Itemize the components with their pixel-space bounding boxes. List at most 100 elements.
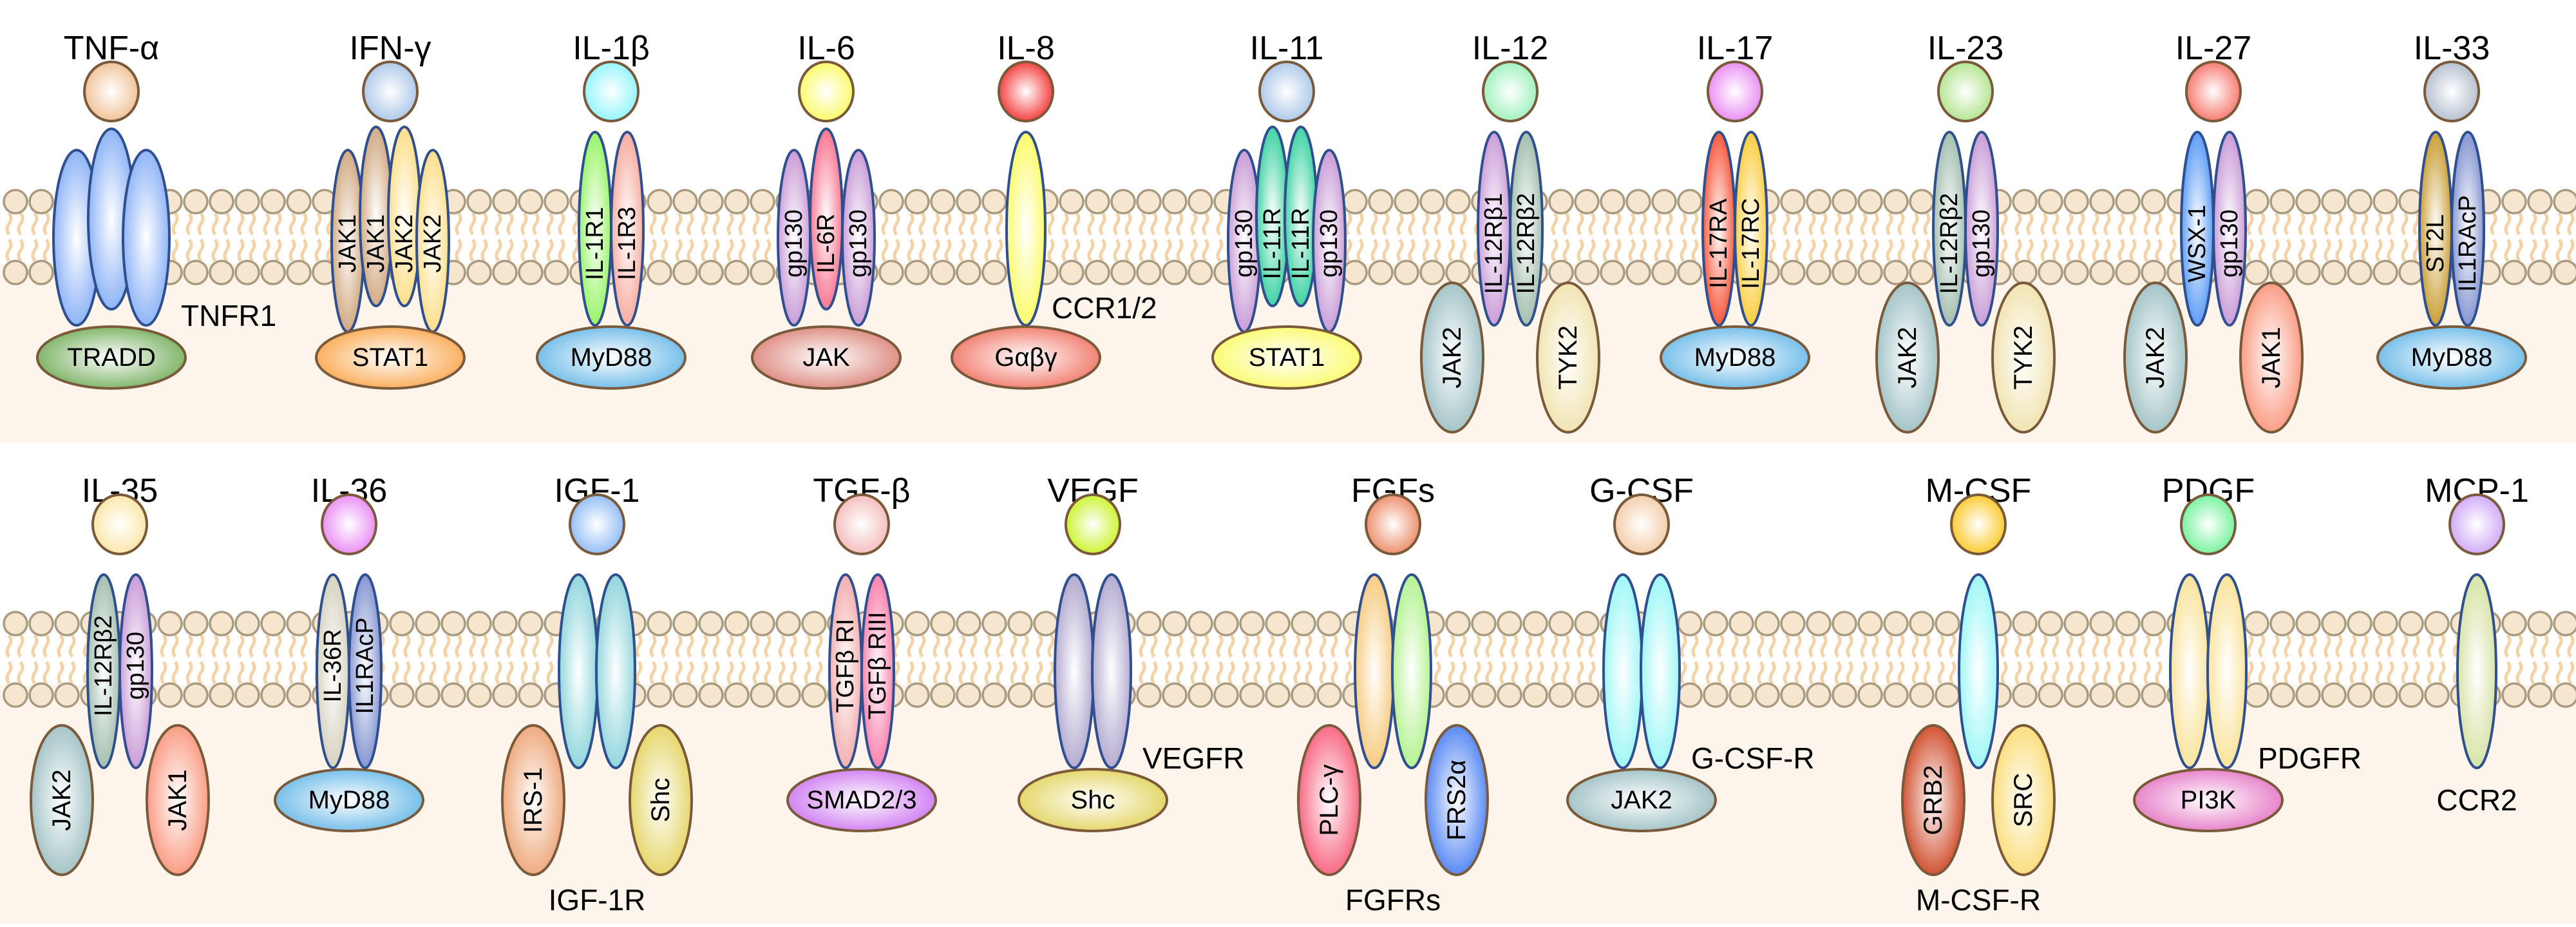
lipid-head — [1548, 682, 1574, 708]
lipid-tail — [1757, 634, 1765, 658]
lipid-tail — [1783, 634, 1790, 658]
lipid-head — [2269, 260, 2295, 285]
lipid-tail — [996, 634, 1003, 658]
lipid-tail — [1602, 212, 1610, 236]
lipid-head — [1136, 682, 1162, 708]
lipid-tail — [1485, 634, 1493, 658]
lipid-tail — [237, 238, 245, 262]
lipid-head — [3, 189, 28, 215]
lipid-head — [750, 611, 775, 636]
receptor-name-label: FGFRs — [1345, 883, 1441, 917]
lipid-tail — [1176, 212, 1184, 236]
lipid-head — [2527, 611, 2553, 636]
receptor-chain — [2212, 131, 2247, 327]
lipid-tail — [2530, 238, 2537, 262]
lipid-tail — [2555, 212, 2563, 236]
lipid-tail — [2078, 212, 2085, 236]
lipid-tail — [2309, 661, 2317, 685]
lipid-head — [544, 260, 569, 285]
lipid-tail — [403, 661, 411, 685]
lipid-head — [1857, 260, 1883, 285]
lipid-head — [2527, 260, 2553, 285]
receptor-complex — [2456, 573, 2497, 769]
lipid-tail — [661, 212, 668, 236]
lipid-head — [2553, 682, 2576, 708]
lipid-tail — [1459, 634, 1467, 658]
lipid-tail — [1794, 634, 1802, 658]
ligand-fgfs — [1365, 493, 1421, 555]
lipid-tail — [2103, 238, 2111, 262]
receptor-complex — [1958, 573, 1999, 769]
lipid-tail — [1356, 238, 1364, 262]
lipid-head — [1909, 189, 1935, 215]
lipid-head — [2038, 611, 2063, 636]
lipid-tail — [701, 238, 708, 262]
lipid-head — [750, 260, 775, 285]
lipid-tail — [726, 661, 734, 685]
lipid-tail — [701, 634, 708, 658]
lipid-tail — [1010, 661, 1018, 685]
lipid-head — [2347, 611, 2372, 636]
lipid-head — [724, 611, 750, 636]
lipid-head — [157, 611, 183, 636]
lipid-tail — [2246, 238, 2254, 262]
lipid-head — [2424, 682, 2450, 708]
lipid-tail — [43, 634, 50, 658]
lipid-head — [1265, 682, 1291, 708]
lipid-tail — [2078, 661, 2085, 685]
lipid-head — [1574, 189, 1600, 215]
lipid-tail — [1834, 634, 1842, 658]
lipid-tail — [1216, 661, 1224, 685]
lipid-tail — [31, 634, 39, 658]
receptor-chain — [118, 573, 153, 769]
adaptor-protein — [36, 325, 187, 390]
lipid-tail — [1382, 238, 1390, 262]
receptor-name-label: TNFR1 — [181, 299, 276, 332]
lipid-tail — [57, 634, 64, 658]
lipid-head — [209, 189, 234, 215]
lipid-tail — [429, 634, 437, 658]
lipid-tail — [918, 212, 926, 236]
lipid-tail — [2052, 634, 2060, 658]
lipid-tail — [2272, 238, 2280, 262]
lipid-tail — [970, 212, 978, 236]
lipid-head — [878, 260, 904, 285]
lipid-tail — [2375, 634, 2383, 658]
lipid-head — [2321, 611, 2347, 636]
lipid-tail — [1628, 238, 1636, 262]
lipid-tail — [1382, 212, 1390, 236]
lipid-head — [2295, 189, 2321, 215]
lipid-tail — [506, 212, 514, 236]
lipid-head — [981, 682, 1007, 708]
lipid-tail — [1860, 238, 1868, 262]
lipid-tail — [790, 661, 797, 685]
lipid-tail — [661, 238, 668, 262]
lipid-head — [1471, 682, 1497, 708]
adaptor-label: Shc — [1071, 786, 1115, 814]
lipid-tail — [274, 238, 282, 262]
lipid-head — [2141, 682, 2166, 708]
lipid-head — [1445, 682, 1471, 708]
lipid-tail — [249, 661, 256, 685]
lipid-tail — [1408, 238, 1416, 262]
lipid-tail — [649, 212, 657, 236]
lipid-tail — [532, 212, 540, 236]
lipid-tail — [2078, 634, 2085, 658]
lipid-head — [2141, 189, 2166, 215]
lipid-tail — [2298, 212, 2306, 236]
lipid-tail — [1757, 661, 1765, 685]
lipid-tail — [2504, 238, 2512, 262]
lipid-head — [801, 682, 827, 708]
lipid-tail — [1113, 212, 1121, 236]
lipid-head — [286, 260, 312, 285]
lipid-tail — [1628, 212, 1636, 236]
adaptor-protein — [1901, 724, 1965, 876]
lipid-tail — [635, 634, 643, 658]
lipid-head — [2372, 189, 2398, 215]
lipid-tail — [1150, 661, 1158, 685]
lipid-head — [183, 682, 209, 708]
lipid-tail — [1099, 212, 1106, 236]
lipid-tail — [2103, 634, 2111, 658]
